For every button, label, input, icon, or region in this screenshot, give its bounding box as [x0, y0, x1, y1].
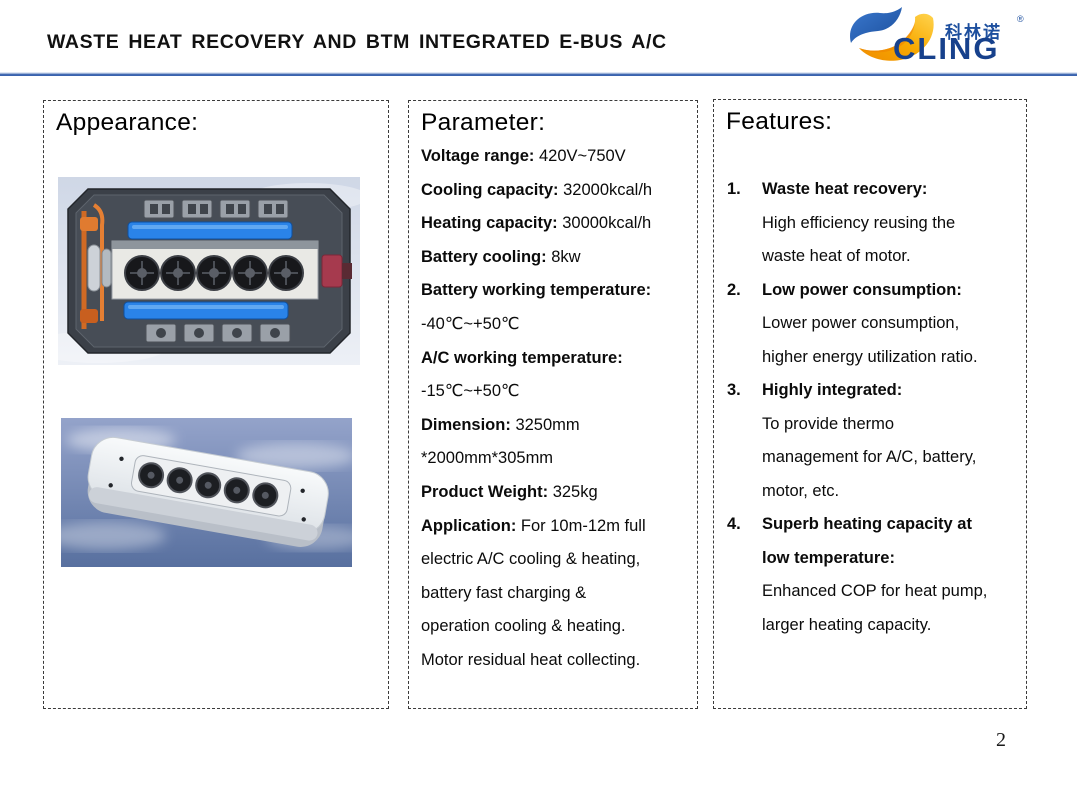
feature-row: low temperature:	[727, 542, 1023, 576]
feature-row: 4. Superb heating capacity at	[727, 508, 1023, 542]
feature-number	[727, 475, 762, 509]
parameter-line: A/C working temperature:	[421, 342, 693, 376]
feature-text: To provide thermo	[762, 414, 895, 433]
parameter-label: Cooling capacity:	[421, 180, 564, 199]
parameter-panel-title: Parameter:	[421, 109, 546, 136]
features-list: 1. Waste heat recovery: High efficiency r…	[727, 173, 1023, 642]
parameter-line: operation cooling & heating.	[421, 610, 693, 644]
parameter-panel: Parameter: Voltage range: 420V~750V Cool…	[408, 100, 698, 709]
appearance-panel-title: Appearance:	[56, 109, 199, 136]
feature-number: 3.	[727, 381, 741, 399]
feature-number	[727, 575, 762, 609]
feature-number	[727, 441, 762, 475]
parameter-line: battery fast charging &	[421, 577, 693, 611]
parameter-value: electric A/C cooling & heating,	[421, 550, 641, 569]
feature-row: To provide thermo	[727, 408, 1023, 442]
feature-text: waste heat of motor.	[762, 247, 911, 265]
ac-unit-top-view-image	[58, 177, 360, 365]
feature-row: 3. Highly integrated:	[727, 374, 1023, 408]
cling-emblem-icon	[850, 7, 934, 61]
feature-text: management for A/C, battery,	[762, 448, 977, 466]
parameter-label: Product Weight:	[421, 482, 553, 501]
parameter-line: Motor residual heat collecting.	[421, 644, 693, 678]
feature-row: management for A/C, battery,	[727, 441, 1023, 475]
page-number: 2	[996, 729, 1006, 751]
feature-number	[727, 542, 762, 576]
parameter-line: Product Weight: 325kg	[421, 476, 693, 510]
feature-text: High efficiency reusing the	[762, 213, 956, 232]
feature-row: motor, etc.	[727, 475, 1023, 509]
feature-number: 4.	[727, 515, 741, 533]
parameter-label: Heating capacity:	[421, 214, 563, 233]
parameter-line: electric A/C cooling & heating,	[421, 543, 693, 577]
feature-row: waste heat of motor.	[727, 240, 1023, 274]
feature-number	[727, 240, 762, 274]
parameter-line: Cooling capacity: 32000kcal/h	[421, 174, 693, 208]
parameter-value: *2000mm*305mm	[421, 449, 554, 468]
parameter-label: Dimension:	[421, 415, 516, 434]
parameter-line: Dimension: 3250mm	[421, 409, 693, 443]
feature-row: larger heating capacity.	[727, 609, 1023, 643]
feature-row: Lower power consumption,	[727, 307, 1023, 341]
parameter-value: battery fast charging &	[421, 583, 587, 602]
feature-number: 1.	[727, 180, 741, 198]
parameter-value: 3250mm	[515, 415, 580, 434]
feature-row: 1. Waste heat recovery:	[727, 173, 1023, 207]
parameter-line: *2000mm*305mm	[421, 442, 693, 476]
feature-text: larger heating capacity.	[762, 615, 932, 634]
parameter-label: Application:	[421, 516, 521, 535]
parameter-value: -15℃~+50℃	[421, 382, 520, 401]
logo-brand-text: CLING	[893, 31, 1000, 66]
logo-chinese-name: 科林诺	[945, 23, 1002, 42]
registered-trademark-icon: ®	[1017, 14, 1024, 24]
parameter-line: Heating capacity: 30000kcal/h	[421, 207, 693, 241]
parameter-line: -40℃~+50℃	[421, 308, 693, 342]
cling-logo: 科林诺 ® CLING	[845, 4, 1045, 70]
parameter-line: Battery working temperature:	[421, 274, 693, 308]
appearance-panel: Appearance:	[43, 100, 389, 709]
parameter-value: -40℃~+50℃	[421, 314, 520, 333]
feature-number	[727, 341, 762, 375]
feature-number: 2.	[727, 280, 741, 299]
parameter-value: 32000kcal/h	[563, 180, 653, 199]
feature-text: Enhanced COP for heat pump,	[762, 582, 988, 600]
feature-row: 2. Low power consumption:	[727, 274, 1023, 308]
feature-number	[727, 207, 762, 241]
feature-row: higher energy utilization ratio.	[727, 341, 1023, 375]
slide-title: WASTE HEAT RECOVERY AND BTM INTEGRATED E…	[47, 31, 667, 53]
parameter-value: 8kw	[551, 247, 581, 266]
parameter-label: A/C working temperature:	[421, 348, 623, 367]
parameter-label: Battery cooling:	[421, 247, 552, 266]
parameter-value: 325kg	[552, 482, 598, 501]
feature-row: Enhanced COP for heat pump,	[727, 575, 1023, 609]
parameter-line: Application: For 10m-12m full	[421, 510, 693, 544]
parameter-lines: Voltage range: 420V~750V Cooling capacit…	[421, 140, 693, 678]
features-panel: Features: 1. Waste heat recovery: High ef…	[713, 99, 1027, 709]
feature-number	[727, 609, 762, 643]
parameter-value: 420V~750V	[538, 147, 626, 165]
features-panel-title: Features:	[726, 108, 833, 135]
feature-text: Lower power consumption,	[762, 314, 960, 332]
parameter-label: Voltage range:	[421, 147, 539, 165]
ac-unit-rooftop-view-image	[61, 418, 352, 567]
feature-row: High efficiency reusing the	[727, 207, 1023, 241]
parameter-label: Battery working temperature:	[421, 281, 652, 300]
feature-heading: low temperature:	[762, 548, 895, 567]
feature-heading: Low power consumption:	[762, 280, 962, 299]
feature-heading: Waste heat recovery:	[762, 180, 928, 198]
feature-heading: Highly integrated:	[762, 381, 903, 399]
parameter-line: Voltage range: 420V~750V	[421, 140, 693, 174]
feature-heading: Superb heating capacity at	[762, 515, 972, 533]
parameter-line: Battery cooling: 8kw	[421, 241, 693, 275]
feature-number	[727, 307, 762, 341]
feature-text: motor, etc.	[762, 481, 840, 500]
feature-number	[727, 408, 762, 442]
parameter-value: 30000kcal/h	[562, 214, 652, 233]
parameter-value: operation cooling & heating.	[421, 617, 626, 636]
parameter-value: Motor residual heat collecting.	[421, 650, 641, 669]
parameter-line: -15℃~+50℃	[421, 375, 693, 409]
feature-text: higher energy utilization ratio.	[762, 347, 978, 366]
header-divider-line	[0, 72, 1077, 76]
parameter-value: For 10m-12m full	[520, 516, 646, 535]
